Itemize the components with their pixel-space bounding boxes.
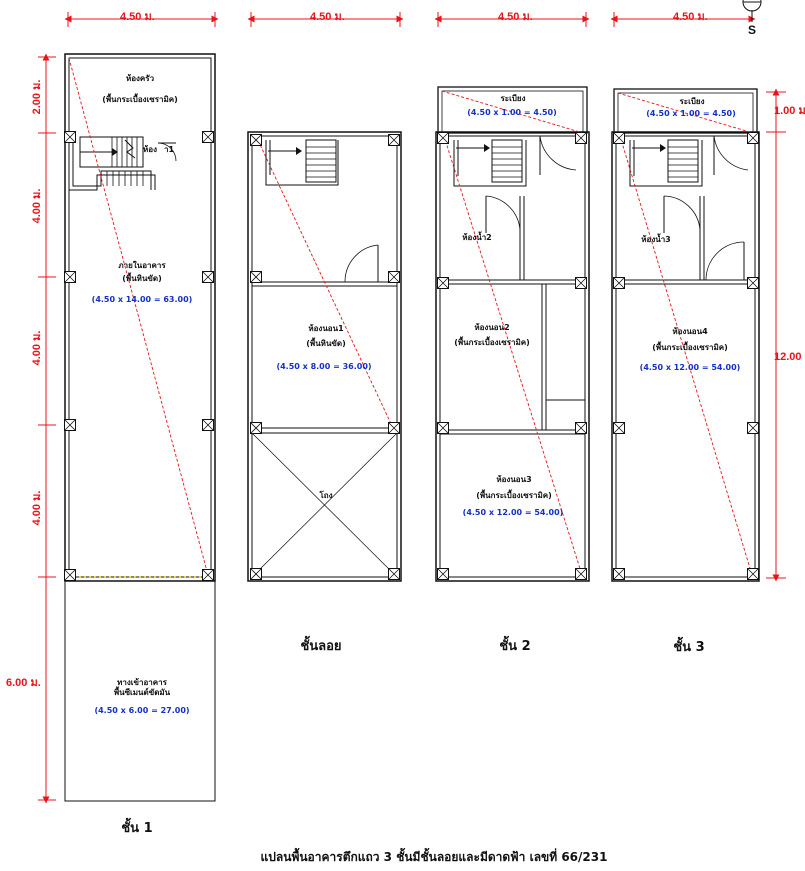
- room-bath3-name: ห้องน้ำ3: [641, 233, 671, 244]
- room-balcony3-name: ระเบียง: [680, 96, 705, 106]
- room-bedroom2-name: ห้องนอน2: [474, 322, 509, 332]
- room-bedroom1-name: ห้องนอน1: [308, 323, 344, 333]
- dim-left-1: 2.00 ม.: [31, 80, 43, 115]
- caption-floor-3: ชั้น 3: [673, 636, 704, 655]
- room-hall-name: โถง: [318, 490, 332, 500]
- room-interior-floor: (พื้นหินขัด): [122, 272, 161, 283]
- dim-left-5: 6.00 ม.: [6, 677, 41, 689]
- room-entrance-name: ทางเข้าอาคาร: [117, 677, 168, 687]
- drawing-title: แปลนพื้นอาคารตึกแถว 3 ชั้นมีชั้นลอยและมี…: [261, 847, 608, 864]
- dim-width-floor1: 4.50 ม.: [120, 11, 155, 23]
- room-bath1-suffix: า1: [164, 145, 174, 154]
- room-bedroom3-area: (4.50 x 12.00 = 54.00): [463, 508, 564, 517]
- room-bedroom1-floor: (พื้นหินขัด): [306, 337, 345, 348]
- dim-width-floor3: 4.50 ม.: [673, 11, 708, 23]
- room-balcony3-area: (4.50 x 1.00 = 4.50): [646, 109, 736, 118]
- room-entrance-floor: พื้นซีเมนต์ขัดมัน: [114, 686, 171, 697]
- floor-2-plan: [435, 86, 590, 582]
- room-bedroom4-floor: (พื้นกระเบื้องเซรามิค): [652, 341, 728, 352]
- floor-3-plan: [611, 88, 760, 582]
- dim-left-2: 4.00 ม.: [31, 189, 43, 224]
- dim-left-4: 4.00 ม.: [31, 491, 43, 526]
- room-kitchen-floor: (พื้นกระเบื้องเซรามิค): [102, 93, 178, 104]
- room-balcony2-area: (4.50 x 1.00 = 4.50): [467, 108, 557, 117]
- room-interior-name: ภายในอาคาร: [118, 260, 166, 270]
- room-bedroom4-area: (4.50 x 12.00 = 54.00): [640, 363, 741, 372]
- room-balcony2-name: ระเบียง: [501, 93, 526, 103]
- dimension-lines: [38, 12, 786, 804]
- compass-label: S: [748, 23, 756, 37]
- room-bedroom3-floor: (พื้นกระเบื้องเซรามิค): [476, 489, 552, 500]
- dim-left-3: 4.00 ม.: [31, 331, 43, 366]
- caption-floor-2: ชั้น 2: [499, 635, 530, 654]
- room-bath1-name: ห้อง: [143, 144, 157, 154]
- room-kitchen-name: ห้องครัว: [126, 73, 155, 83]
- dim-width-mezzanine: 4.50 ม.: [310, 11, 345, 23]
- caption-floor-1: ชั้น 1: [121, 817, 152, 836]
- room-bedroom3-name: ห้องนอน3: [496, 474, 531, 484]
- dim-right-1: 1.00 ม.: [774, 105, 805, 117]
- room-entrance-area: (4.50 x 6.00 = 27.00): [94, 706, 189, 715]
- room-interior-area: (4.50 x 14.00 = 63.00): [92, 295, 193, 304]
- room-bedroom1-area: (4.50 x 8.00 = 36.00): [276, 362, 371, 371]
- room-bedroom2-floor: (พื้นกระเบื้องเซรามิค): [454, 336, 530, 347]
- compass-icon: [742, 0, 762, 22]
- mezzanine-plan: [247, 131, 402, 582]
- room-bedroom4-name: ห้องนอน4: [672, 326, 708, 336]
- floor-1-plan: [64, 53, 216, 802]
- caption-mezzanine: ชั้นลอย: [300, 635, 341, 654]
- dim-right-2: 12.00: [774, 351, 802, 363]
- dim-width-floor2: 4.50 ม.: [498, 11, 533, 23]
- room-bath2-name: ห้องน้ำ2: [462, 231, 492, 242]
